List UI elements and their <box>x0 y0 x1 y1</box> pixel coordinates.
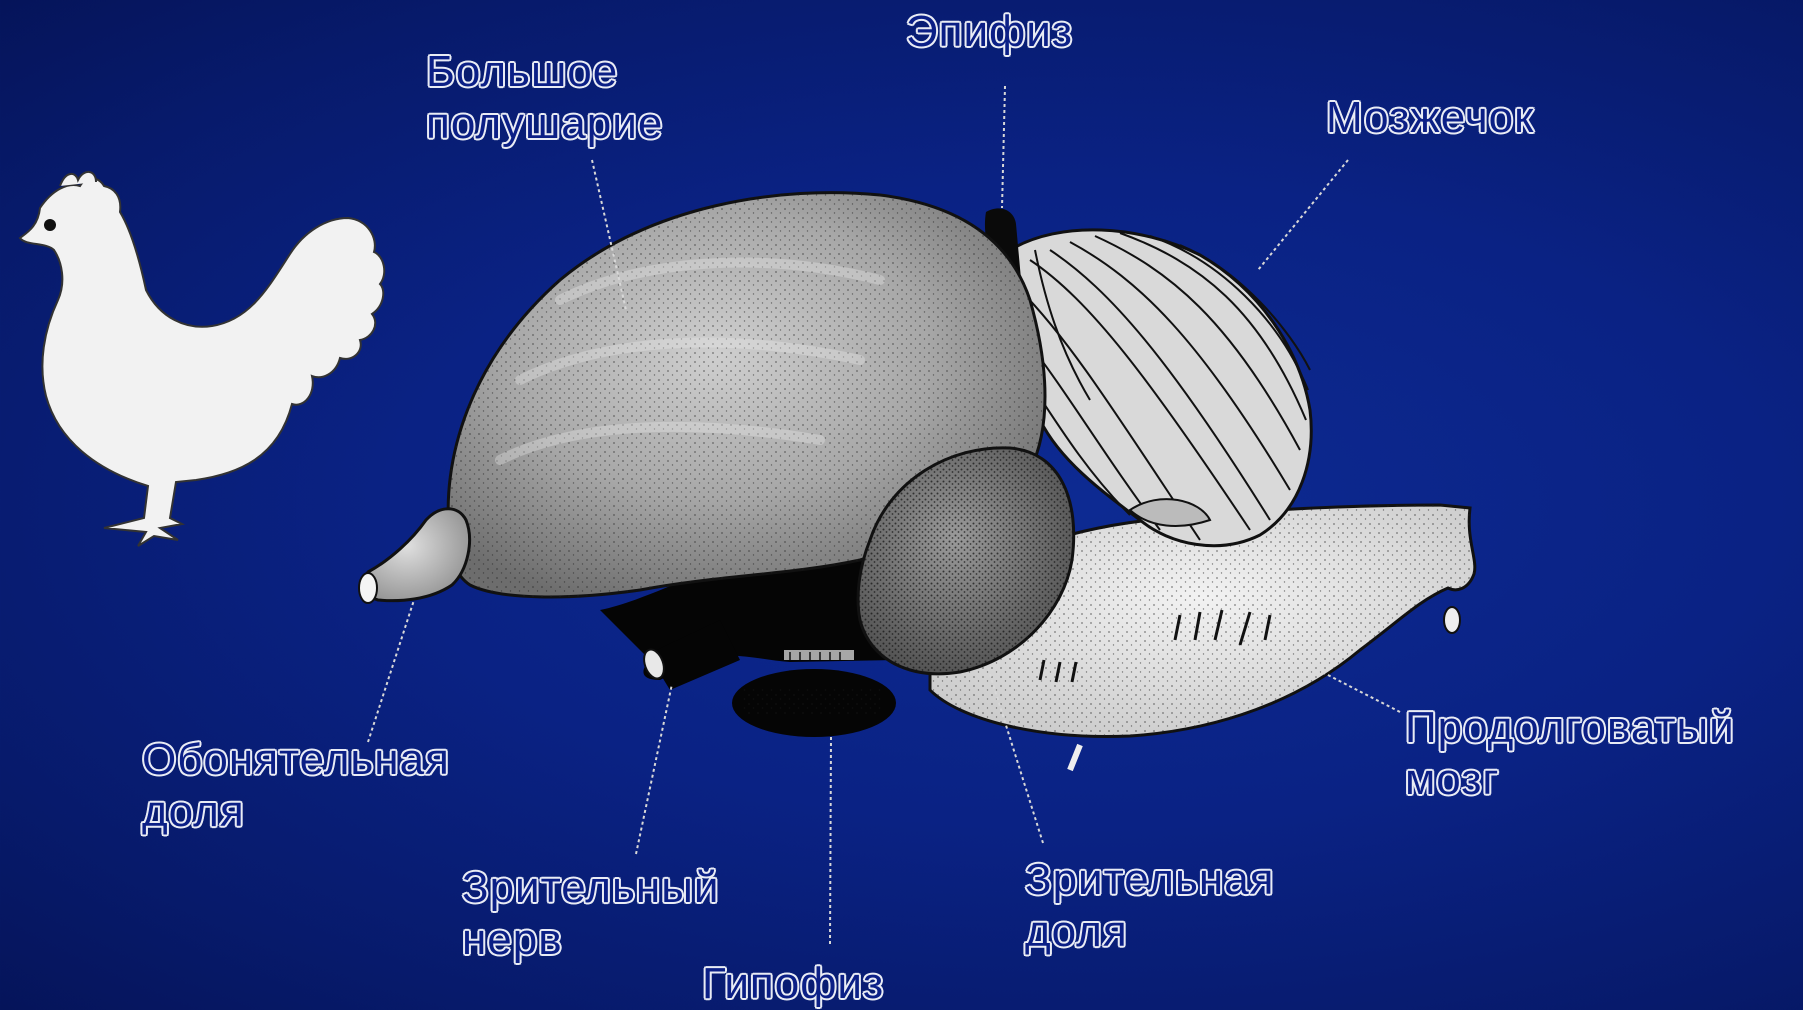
leader-optic-nerve <box>636 684 672 854</box>
optic-lobe-label: Зрительная доля <box>1025 854 1275 958</box>
optic-nerve-label: Зрительный нерв <box>462 862 719 966</box>
pituitary-label: Гипофиз <box>702 958 884 1010</box>
epiphysis-label: Эпифиз <box>906 6 1073 58</box>
cerebrum-label: Большое полушарие <box>426 46 663 150</box>
medulla-label: Продолговатый мозг <box>1405 702 1735 806</box>
olfactory-lobe-shape <box>359 509 470 603</box>
leader-olfactory <box>368 600 414 742</box>
leader-cerebellum <box>1258 160 1348 270</box>
rooster-silhouette-icon <box>20 172 384 546</box>
leader-pituitary <box>830 736 831 944</box>
pituitary-shape <box>732 669 896 737</box>
cerebellum-label: Мозжечок <box>1326 92 1534 144</box>
leader-epiphysis <box>1002 86 1005 208</box>
leader-medulla <box>1322 672 1400 712</box>
olfactory-lobe-label: Обонятельная доля <box>142 734 450 838</box>
